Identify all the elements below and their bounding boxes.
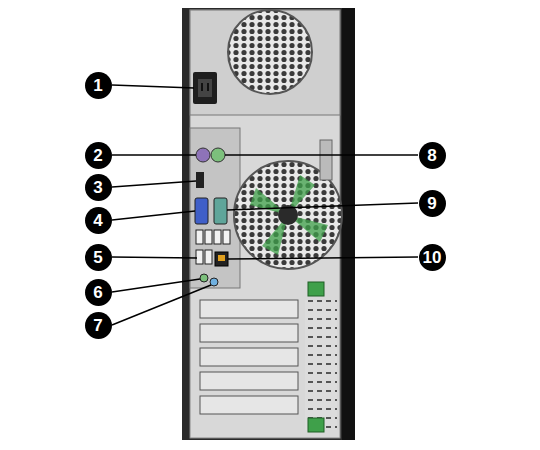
callout-badge: 10 xyxy=(419,244,446,271)
expansion-slots xyxy=(200,300,298,414)
callout-badge: 7 xyxy=(85,312,112,339)
callout-badge: 3 xyxy=(85,174,112,201)
callout-badge: 1 xyxy=(85,72,112,99)
power-supply xyxy=(190,10,340,115)
case-frame xyxy=(182,8,355,440)
ps2-keyboard xyxy=(196,148,210,162)
lock-bracket xyxy=(320,140,332,180)
callout-number: 4 xyxy=(93,212,102,229)
callout-number: 2 xyxy=(93,147,102,164)
lan-port xyxy=(215,252,228,266)
usb-ports xyxy=(196,230,230,264)
callout-number: 10 xyxy=(423,249,442,266)
callout-number: 7 xyxy=(93,317,102,334)
callout-badge: 5 xyxy=(85,244,112,271)
callout-number: 6 xyxy=(93,284,102,301)
serial-port xyxy=(214,198,227,224)
io-panel xyxy=(190,128,240,288)
callout-badge: 2 xyxy=(85,142,112,169)
callout-badge: 9 xyxy=(419,190,446,217)
case-side xyxy=(342,8,355,440)
callout-badge: 8 xyxy=(419,142,446,169)
displayport xyxy=(196,172,204,188)
audio-in xyxy=(210,278,218,286)
green-clip xyxy=(308,418,324,432)
green-clip xyxy=(308,282,324,296)
callout-number: 5 xyxy=(93,249,102,266)
vga-port xyxy=(195,198,208,224)
psu-fan-grille xyxy=(228,10,312,94)
callout-number: 3 xyxy=(93,179,102,196)
callout-number: 1 xyxy=(93,77,102,94)
callout-badge: 6 xyxy=(85,279,112,306)
ps2-mouse xyxy=(211,148,225,162)
power-inlet xyxy=(193,72,217,104)
side-vents xyxy=(305,300,337,430)
callout-number: 9 xyxy=(427,195,436,212)
audio-out xyxy=(200,274,208,282)
leader-lines xyxy=(112,85,418,325)
callout-number: 8 xyxy=(427,147,436,164)
callout-badge: 4 xyxy=(85,207,112,234)
